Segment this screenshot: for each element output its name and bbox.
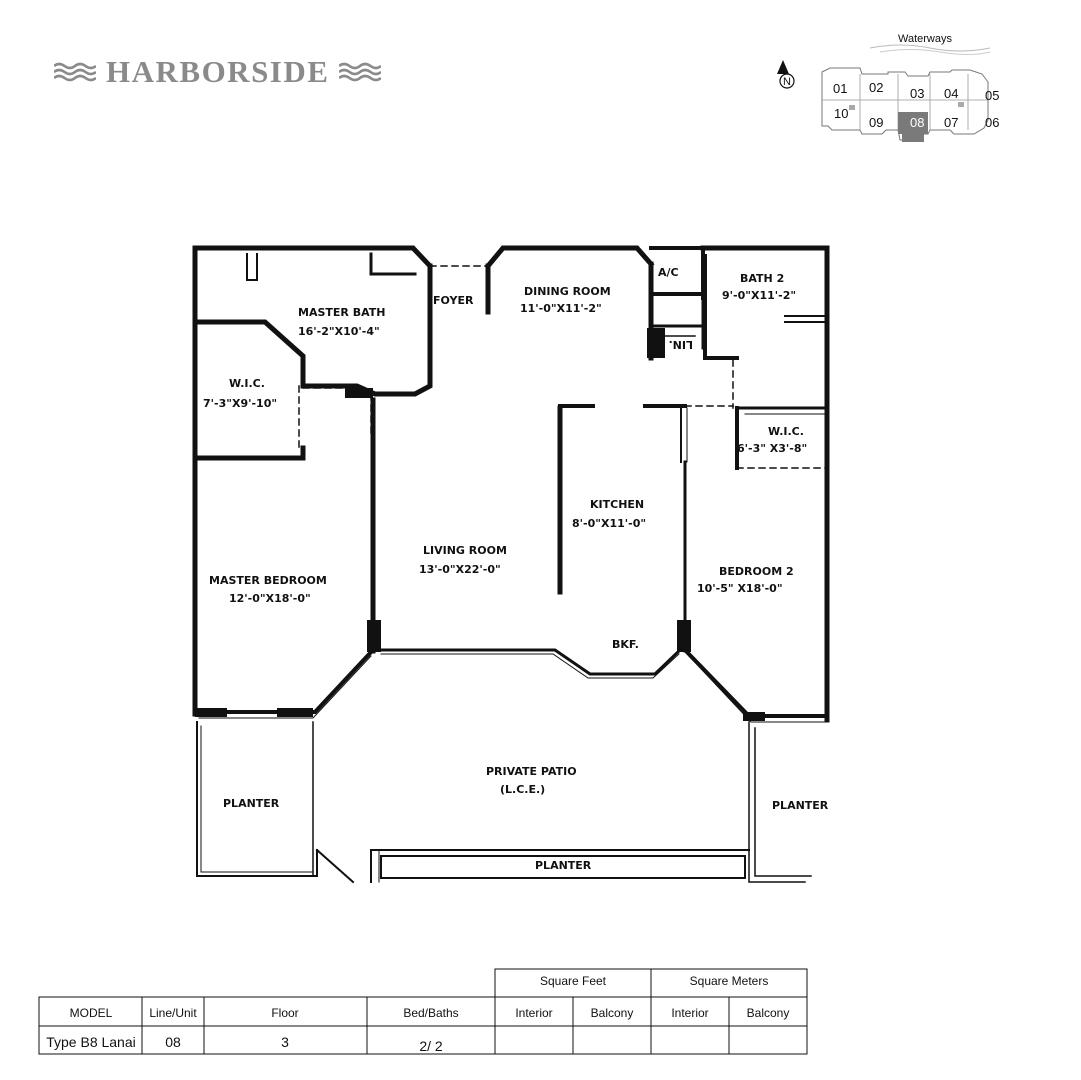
cell-line-unit: 08 xyxy=(165,1034,181,1050)
unit-09: 09 xyxy=(869,115,883,130)
unit-02: 02 xyxy=(869,80,883,95)
floor-plan: MASTER BATH 16'-2"X10'-4" FOYER DINING R… xyxy=(185,236,855,896)
room-wic-master-name: W.I.C. xyxy=(229,377,265,390)
unit-03: 03 xyxy=(910,86,924,101)
room-foyer-name: FOYER xyxy=(433,294,474,307)
header-sqft-balcony: Balcony xyxy=(591,1006,634,1020)
room-wic-2-name: W.I.C. xyxy=(768,425,804,438)
unit-10: 10 xyxy=(834,106,848,121)
sqm-group-header: Square Meters xyxy=(690,974,769,988)
room-living-name: LIVING ROOM xyxy=(423,544,507,557)
cell-bed-baths: 2/ 2 xyxy=(419,1038,443,1054)
header-bed-baths: Bed/Baths xyxy=(403,1006,458,1020)
unit-info-table: Square Feet Square Meters MODEL Line/Uni… xyxy=(38,968,808,1056)
unit-07: 07 xyxy=(944,115,958,130)
room-bedroom-2-name: BEDROOM 2 xyxy=(719,565,794,578)
unit-06: 06 xyxy=(985,115,999,130)
cell-model: Type B8 Lanai xyxy=(46,1034,136,1050)
header-line-unit: Line/Unit xyxy=(149,1006,197,1020)
room-living-dim: 13'-0"X22'-0" xyxy=(419,563,501,576)
room-wic-2-dim: 6'-3" X3'-8" xyxy=(737,442,807,455)
room-master-bedroom-dim: 12'-0"X18'-0" xyxy=(229,592,311,605)
room-bath-2-name: BATH 2 xyxy=(740,272,784,285)
room-dining-name: DINING ROOM xyxy=(524,285,611,298)
room-linen-name: LIN. xyxy=(669,338,694,351)
unit-08: 08 xyxy=(910,115,924,130)
room-master-bath-dim: 16'-2"X10'-4" xyxy=(298,325,380,338)
room-master-bedroom-name: MASTER BEDROOM xyxy=(209,574,327,587)
north-label: N xyxy=(783,76,791,88)
header-model: MODEL xyxy=(70,1006,113,1020)
header-floor: Floor xyxy=(271,1006,298,1020)
room-bkf-name: BKF. xyxy=(612,638,639,651)
unit-01: 01 xyxy=(833,81,847,96)
north-arrow-icon: N xyxy=(777,60,795,89)
waterways-label: Waterways xyxy=(898,33,952,45)
planter-right-label: PLANTER xyxy=(772,799,829,812)
unit-05: 05 xyxy=(985,88,999,103)
unit-04: 04 xyxy=(944,86,958,101)
sqft-group-header: Square Feet xyxy=(540,974,607,988)
room-bath-2-dim: 9'-0"X11'-2" xyxy=(722,289,796,302)
brand-header: HARBORSIDE xyxy=(54,52,382,92)
brand-name: HARBORSIDE xyxy=(106,54,330,89)
header-sqm-interior: Interior xyxy=(671,1006,708,1020)
header-sqft-interior: Interior xyxy=(515,1006,552,1020)
highlighted-unit xyxy=(898,112,928,134)
room-wic-master-dim: 7'-3"X9'-10" xyxy=(203,397,277,410)
room-kitchen-dim: 8'-0"X11'-0" xyxy=(572,517,646,530)
room-master-bath-name: MASTER BATH xyxy=(298,306,385,319)
room-patio-name: PRIVATE PATIO xyxy=(486,765,577,778)
waves-icon xyxy=(54,62,96,82)
waves-icon xyxy=(339,62,382,82)
key-plan: Waterways N 01 02 03 04 05 10 09 08 07 0… xyxy=(770,30,1020,160)
room-patio-dim: (L.C.E.) xyxy=(500,783,545,796)
room-dining-dim: 11'-0"X11'-2" xyxy=(520,302,602,315)
cell-floor: 3 xyxy=(281,1034,289,1050)
room-kitchen-name: KITCHEN xyxy=(590,498,644,511)
planter-bottom-label: PLANTER xyxy=(535,859,592,872)
planter-left-label: PLANTER xyxy=(223,797,280,810)
room-ac-name: A/C xyxy=(658,266,679,279)
room-bedroom-2-dim: 10'-5" X18'-0" xyxy=(697,582,783,595)
header-sqm-balcony: Balcony xyxy=(747,1006,790,1020)
